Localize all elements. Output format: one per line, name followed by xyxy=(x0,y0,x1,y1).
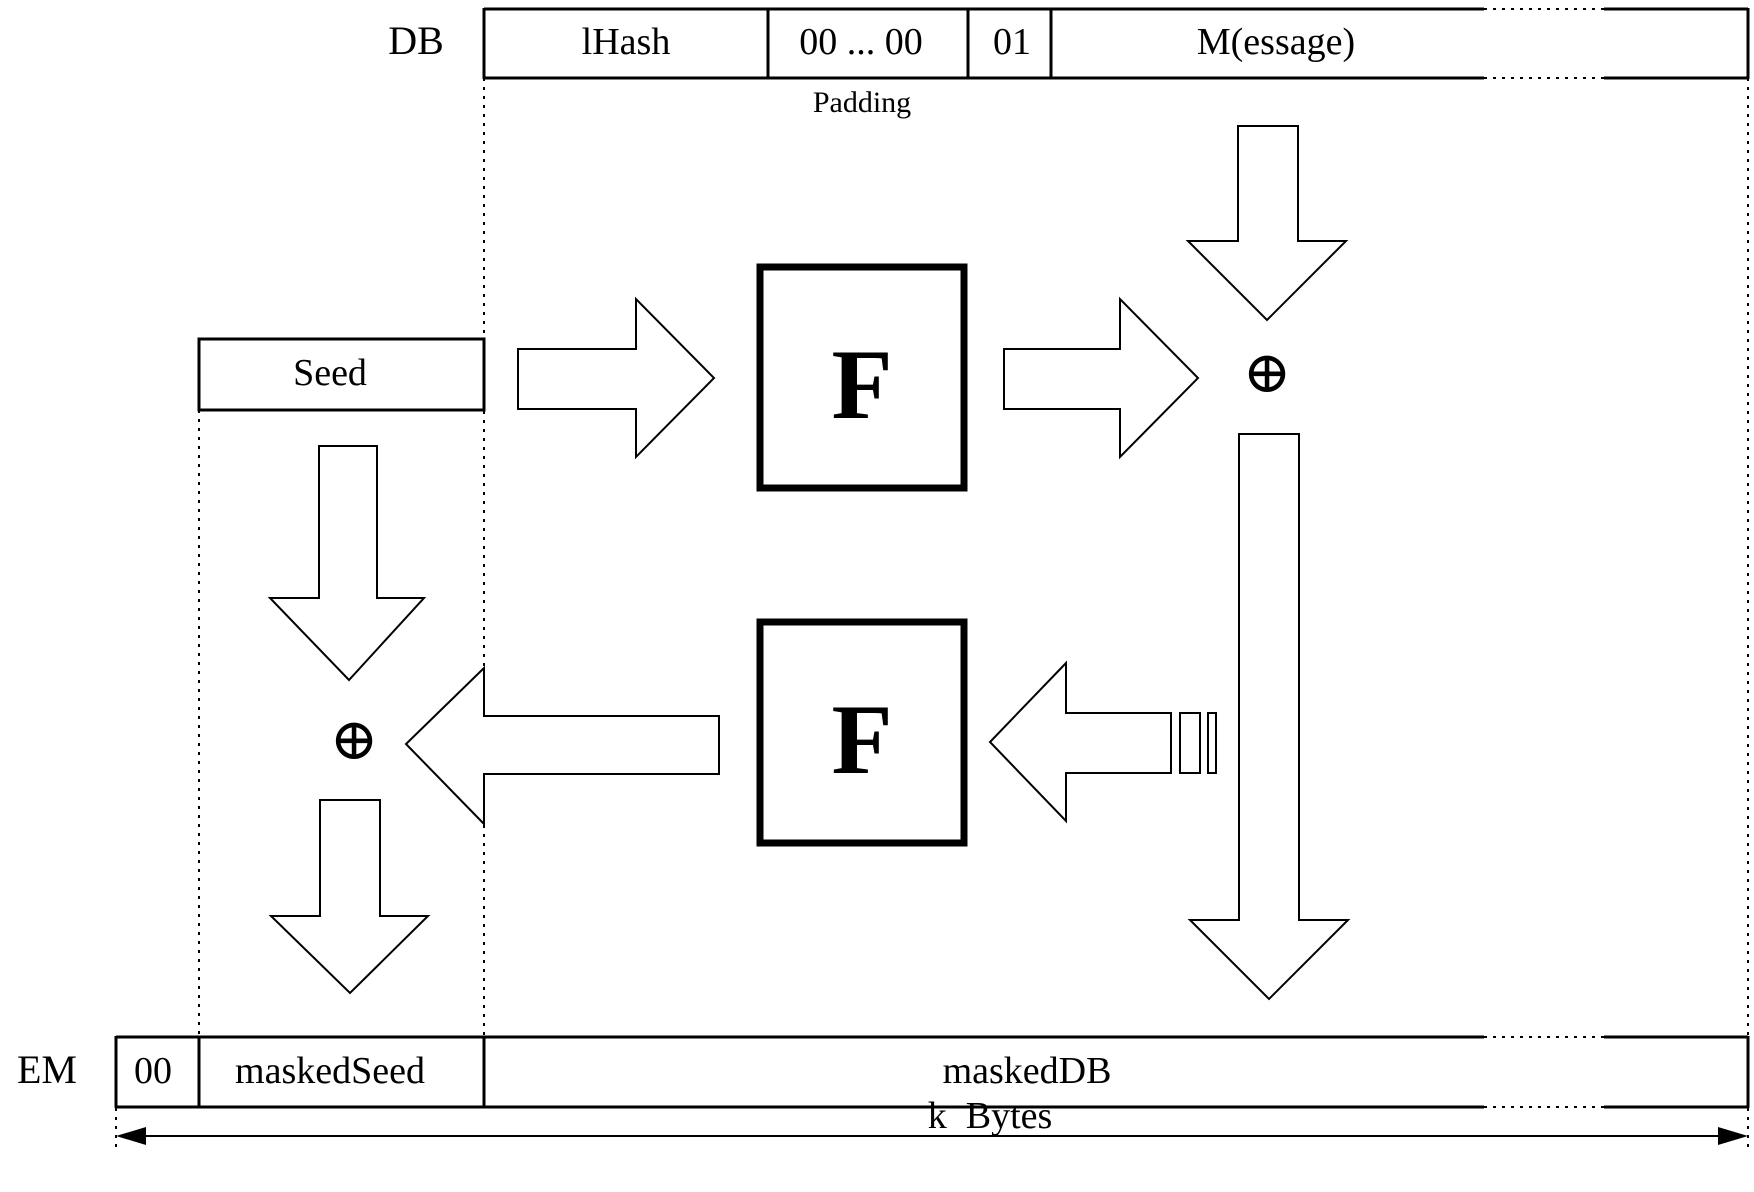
arrowhead-left-icon xyxy=(116,1127,146,1145)
xor-icon: ⊕ xyxy=(1243,340,1292,405)
mgf-label-top: F xyxy=(831,329,892,440)
xor-symbol-db: ⊕ xyxy=(1243,340,1292,405)
em-field-masked-db: maskedDB xyxy=(943,1050,1112,1092)
arrow-down-icon xyxy=(1187,433,1351,1001)
xor-icon: ⊕ xyxy=(330,707,379,772)
db-field-zero-padding: 00 ... 00 xyxy=(799,21,923,63)
arrowhead-right-icon xyxy=(1718,1127,1748,1145)
arrow-down-icon xyxy=(1185,125,1349,322)
em-label: EM xyxy=(17,1047,77,1092)
seed-box: Seed xyxy=(197,337,486,412)
mgf-box-bottom: F xyxy=(756,618,968,847)
padding-label: Padding xyxy=(813,86,911,119)
branch-stub xyxy=(1179,712,1201,774)
guide-lines xyxy=(115,78,1749,1150)
em-field-leading-zero: 00 xyxy=(134,1050,172,1092)
db-field-separator: 01 xyxy=(993,21,1031,63)
xor-symbol-seed: ⊕ xyxy=(330,707,379,772)
db-field-lhash: lHash xyxy=(582,21,671,63)
length-label: k Bytes xyxy=(928,1095,1053,1137)
db-label: DB xyxy=(388,18,444,63)
seed-label: Seed xyxy=(293,352,367,394)
arrow-down-icon xyxy=(267,445,427,682)
em-record: EM 00 maskedSeed maskedDB xyxy=(17,1035,1750,1109)
mgf-label-bottom: F xyxy=(831,684,892,795)
arrow-down-icon xyxy=(268,799,431,995)
arrow-left-icon xyxy=(988,660,1172,824)
em-field-masked-seed: maskedSeed xyxy=(235,1050,425,1092)
arrow-left-icon xyxy=(404,665,720,827)
length-dimension: k Bytes xyxy=(116,1095,1748,1145)
mgf-box-top: F xyxy=(756,263,968,492)
arrow-right-icon xyxy=(1003,296,1200,460)
db-field-message: M(essage) xyxy=(1197,21,1355,63)
arrow-right-icon xyxy=(517,296,716,460)
branch-stub xyxy=(1207,712,1217,774)
db-record: DB lHash 00 ... 00 01 M(essage) Padding xyxy=(388,7,1750,119)
